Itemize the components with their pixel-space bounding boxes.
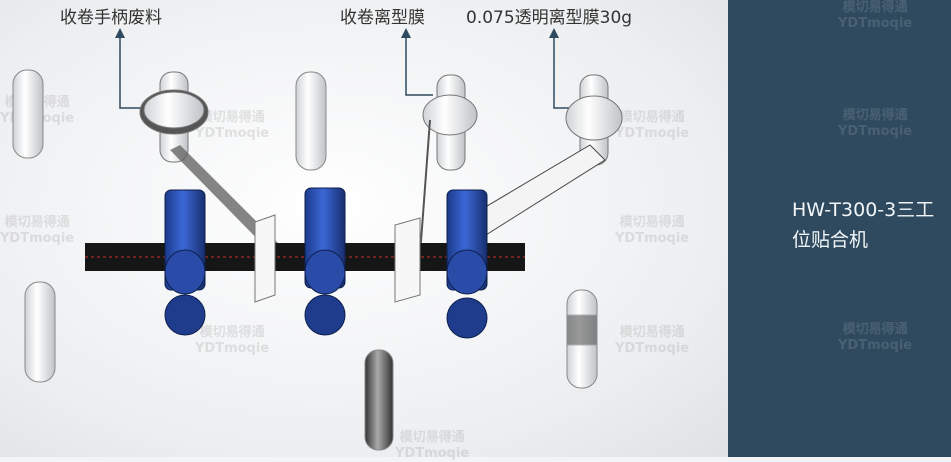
machine-title: HW-T300-3三工位贴合机 xyxy=(792,199,935,251)
label-waste-rewind: 收卷手柄废料 xyxy=(60,8,162,28)
laminator-diagram xyxy=(12,28,623,451)
label-release-film-rewind: 收卷离型膜 xyxy=(340,8,425,28)
label-clear-release-film: 0.075透明离型膜30g xyxy=(466,8,633,28)
